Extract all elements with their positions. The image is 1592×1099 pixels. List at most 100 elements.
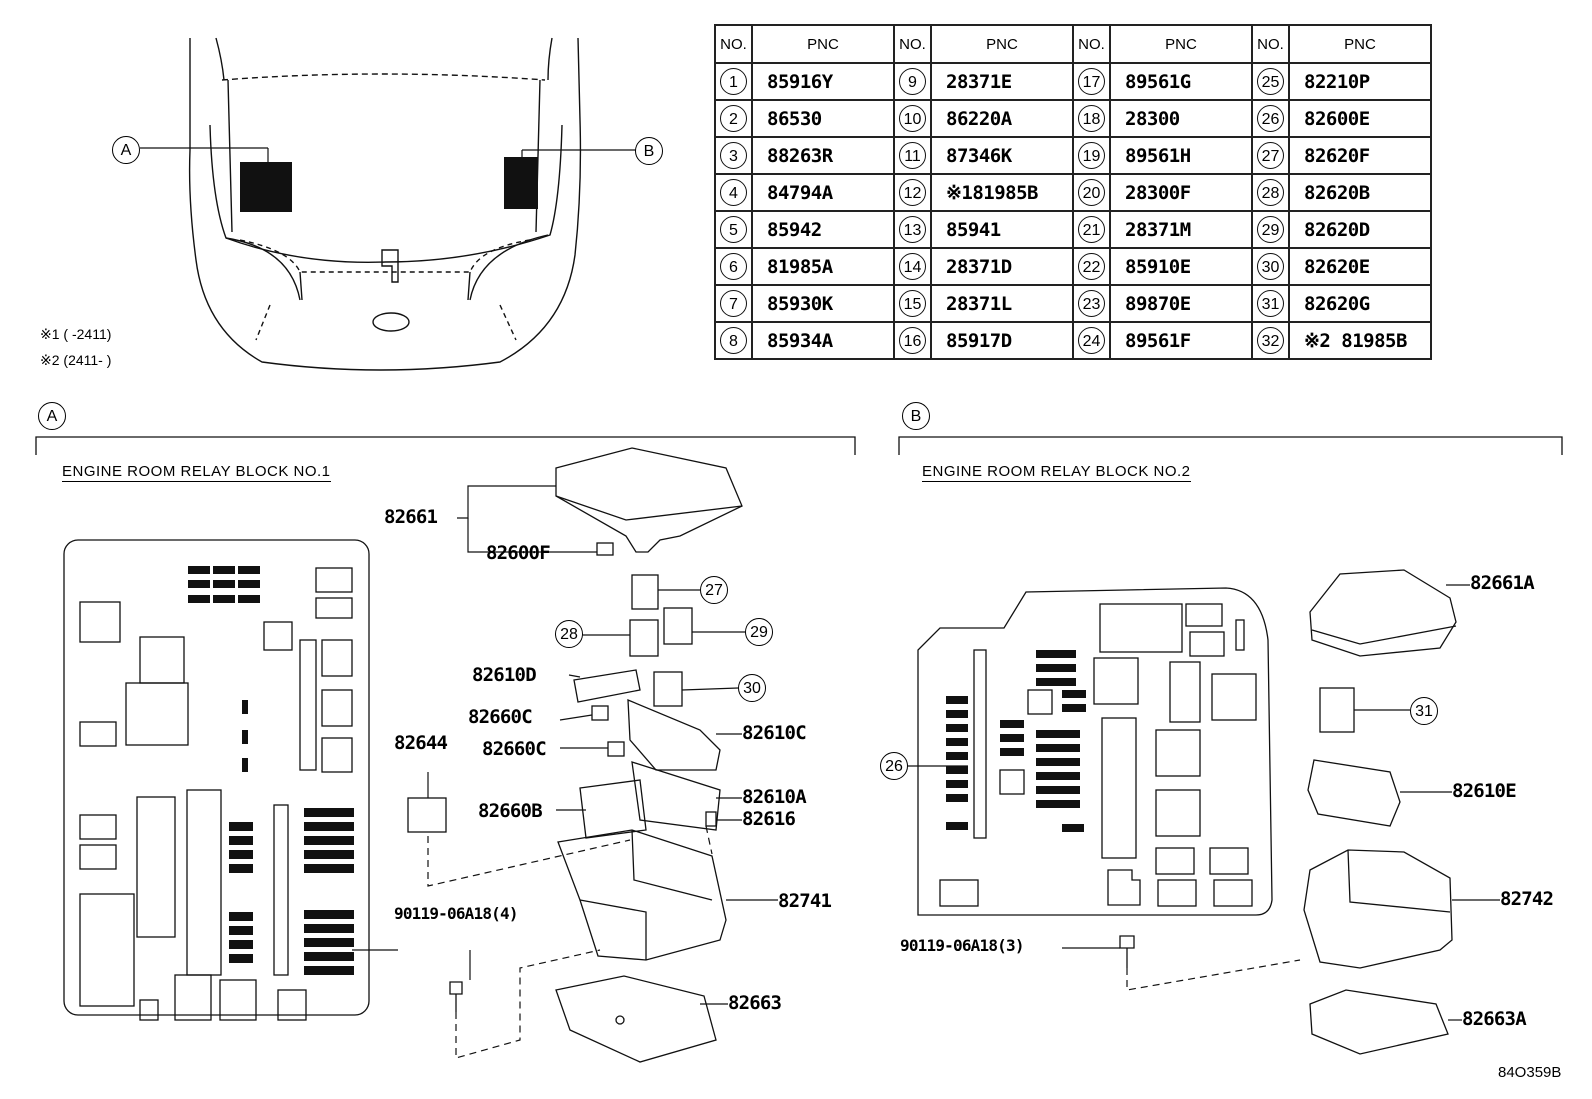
row-number: 23 xyxy=(1078,290,1105,317)
row-number: 28 xyxy=(1257,179,1284,206)
row-number-cell: 19 xyxy=(1072,136,1111,175)
row-number-cell: 27 xyxy=(1251,136,1290,175)
case-82741 xyxy=(557,829,727,961)
row-number-cell: 16 xyxy=(893,321,932,360)
block-82610e xyxy=(1307,759,1401,827)
row-number-cell: 13 xyxy=(893,210,932,249)
callout: 26 xyxy=(880,752,908,780)
part-label: 82610A xyxy=(742,786,807,808)
pnc-cell: 82600E xyxy=(1288,99,1432,138)
car-marker-a: A xyxy=(112,136,140,164)
header-pnc: PNC xyxy=(930,24,1074,64)
pnc-cell: 82620G xyxy=(1288,284,1432,323)
pnc-cell: 82210P xyxy=(1288,62,1432,101)
callout: 29 xyxy=(745,618,773,646)
section-a-marker: A xyxy=(38,402,66,430)
row-number-cell: 21 xyxy=(1072,210,1111,249)
row-number-cell: 1 xyxy=(714,62,753,101)
pnc-cell: 89561F xyxy=(1109,321,1253,360)
header-pnc: PNC xyxy=(1288,24,1432,64)
pnc-cell: 88263R xyxy=(751,136,895,175)
part-label: 82661 xyxy=(384,506,438,528)
relay-28 xyxy=(629,619,659,657)
relay-block-1-panel xyxy=(63,539,370,1021)
cover-82661a xyxy=(1309,569,1457,657)
note-1: ※1 ( -2411) xyxy=(40,326,112,342)
row-number-cell: 30 xyxy=(1251,247,1290,286)
pnc-cell: 89561G xyxy=(1109,62,1253,101)
pnc-cell: 85916Y xyxy=(751,62,895,101)
header-pnc: PNC xyxy=(751,24,895,64)
leader-lines-b xyxy=(908,584,1500,1021)
block-82610d xyxy=(573,669,641,703)
pnc-cell: 28371E xyxy=(930,62,1074,101)
drawing-code: 84O359B xyxy=(1498,1064,1562,1081)
row-number: 27 xyxy=(1257,142,1284,169)
header-no: NO. xyxy=(1072,24,1111,64)
pnc-cell: ※181985B xyxy=(930,173,1074,212)
pnc-cell: 85930K xyxy=(751,284,895,323)
part-label: 90119-06A18(3) xyxy=(900,936,1024,955)
row-number: 15 xyxy=(899,290,926,317)
row-number: 10 xyxy=(899,105,926,132)
case-82742 xyxy=(1303,849,1453,969)
pnc-cell: 81985A xyxy=(751,247,895,286)
cover-82661 xyxy=(555,447,743,553)
part-label: 82600F xyxy=(486,542,551,564)
part-label: 82660C xyxy=(468,706,533,728)
block-82610a xyxy=(631,761,721,831)
row-number: 7 xyxy=(720,290,747,317)
pnc-cell: 87346K xyxy=(930,136,1074,175)
section-b-marker: B xyxy=(902,402,930,430)
row-number: 12 xyxy=(899,179,926,206)
pnc-cell: 86220A xyxy=(930,99,1074,138)
block-82660b xyxy=(579,779,647,839)
row-number: 22 xyxy=(1078,253,1105,280)
pnc-cell: 85910E xyxy=(1109,247,1253,286)
relay-27 xyxy=(631,574,659,610)
bolt-b xyxy=(1119,935,1135,968)
row-number-cell: 24 xyxy=(1072,321,1111,360)
pnc-cell: 28371L xyxy=(930,284,1074,323)
row-number-cell: 10 xyxy=(893,99,932,138)
row-number-cell: 26 xyxy=(1251,99,1290,138)
row-number: 13 xyxy=(899,216,926,243)
pnc-cell: 85934A xyxy=(751,321,895,360)
row-number: 20 xyxy=(1078,179,1105,206)
relay-block-2-fuses xyxy=(946,650,1086,832)
row-number-cell: 22 xyxy=(1072,247,1111,286)
row-number-cell: 6 xyxy=(714,247,753,286)
part-82644 xyxy=(407,797,447,833)
part-label: 82610E xyxy=(1452,780,1517,802)
part-label: 82661A xyxy=(1470,572,1535,594)
row-number: 32 xyxy=(1257,327,1284,354)
part-label: 82663A xyxy=(1462,1008,1527,1030)
row-number: 31 xyxy=(1257,290,1284,317)
row-number-cell: 4 xyxy=(714,173,753,212)
header-no: NO. xyxy=(1251,24,1290,64)
relay-30 xyxy=(653,671,683,707)
relay-block-2-panel xyxy=(917,587,1273,916)
row-number-cell: 7 xyxy=(714,284,753,323)
row-number-cell: 20 xyxy=(1072,173,1111,212)
leader-lines-a xyxy=(352,485,778,1059)
part-label: 82663 xyxy=(728,992,782,1014)
pnc-cell: 85917D xyxy=(930,321,1074,360)
row-number: 6 xyxy=(720,253,747,280)
pnc-cell: 86530 xyxy=(751,99,895,138)
callout: 28 xyxy=(555,620,583,648)
row-number-cell: 32 xyxy=(1251,321,1290,360)
part-label: 82610C xyxy=(742,722,807,744)
pnc-cell: 28300 xyxy=(1109,99,1253,138)
pnc-cell: 28371D xyxy=(930,247,1074,286)
row-number: 19 xyxy=(1078,142,1105,169)
car-marker-b: B xyxy=(635,137,663,165)
row-number: 30 xyxy=(1257,253,1284,280)
row-number-cell: 18 xyxy=(1072,99,1111,138)
